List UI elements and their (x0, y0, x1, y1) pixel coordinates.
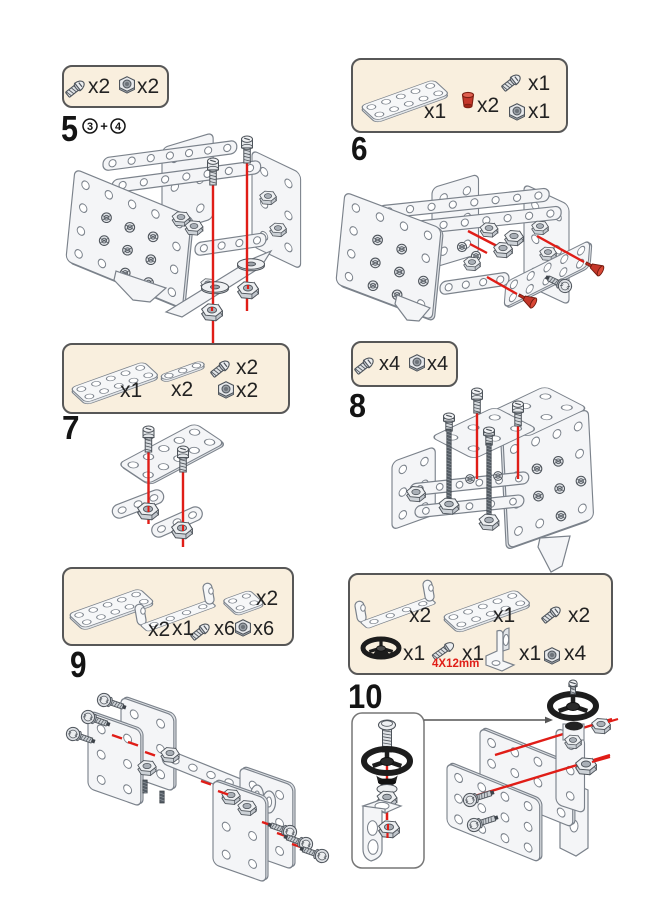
svg-text:x1: x1 (528, 100, 550, 123)
svg-text:9: 9 (70, 644, 87, 685)
svg-text:x2: x2 (137, 75, 159, 98)
svg-text:10: 10 (348, 678, 383, 716)
svg-text:x2: x2 (409, 604, 431, 627)
svg-text:x2: x2 (171, 378, 193, 401)
svg-text:x2: x2 (568, 604, 590, 627)
svg-text:x2: x2 (88, 75, 110, 98)
svg-text:8: 8 (349, 387, 366, 424)
svg-text:x1: x1 (493, 604, 515, 627)
svg-text:+: + (100, 119, 108, 134)
svg-text:4: 4 (115, 121, 122, 133)
svg-text:x1: x1 (403, 642, 425, 665)
svg-text:x1: x1 (528, 72, 550, 95)
svg-text:x2: x2 (477, 94, 499, 117)
svg-text:x1: x1 (424, 100, 446, 123)
svg-text:x1: x1 (172, 617, 194, 640)
svg-text:x2: x2 (256, 587, 278, 610)
svg-text:5: 5 (61, 108, 78, 149)
svg-text:x1: x1 (462, 642, 484, 665)
svg-text:x4: x4 (427, 353, 448, 375)
svg-text:x1: x1 (120, 379, 142, 402)
svg-text:x2: x2 (236, 379, 258, 402)
svg-text:x6: x6 (214, 618, 235, 640)
svg-text:x1: x1 (519, 642, 541, 665)
svg-text:3: 3 (87, 121, 93, 133)
svg-text:x6: x6 (253, 618, 274, 640)
svg-text:x4: x4 (564, 642, 587, 665)
svg-text:x2: x2 (236, 356, 258, 379)
svg-text:x4: x4 (379, 353, 400, 375)
svg-text:x2: x2 (148, 618, 170, 641)
svg-text:7: 7 (62, 409, 80, 446)
svg-text:4X12mm: 4X12mm (432, 658, 479, 670)
svg-text:6: 6 (351, 130, 368, 167)
